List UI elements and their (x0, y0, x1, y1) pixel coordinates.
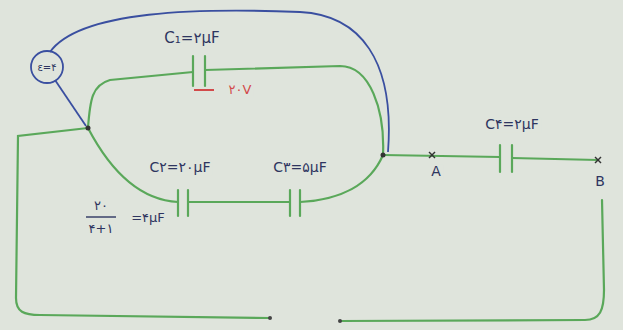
capacitor-plate (187, 190, 189, 216)
capacitor-plate (177, 190, 179, 216)
capacitor-plate (511, 145, 513, 172)
fraction-numerator: ۲۰ (92, 199, 110, 213)
wire (55, 80, 86, 126)
capacitor-label: C۴=۲μF (483, 117, 541, 132)
terminal-marks (429, 152, 601, 163)
junction-dot (86, 126, 91, 131)
wire (340, 200, 604, 321)
capacitor-plate (289, 190, 291, 216)
wire (512, 158, 598, 160)
capacitor-plate (192, 56, 194, 86)
green-wires (16, 56, 604, 321)
wire (16, 128, 270, 318)
wire (50, 11, 389, 152)
junction-dot (381, 153, 386, 158)
capacitor-label: C۲=۲۰μF (147, 160, 212, 175)
equivalent-label: =۴μF (129, 211, 167, 225)
terminal-label: A (429, 164, 443, 179)
capacitor-plate (204, 56, 206, 86)
capacitor-plate (299, 190, 301, 216)
wire (205, 66, 383, 155)
red-mark (194, 89, 214, 91)
terminal-mark (429, 152, 435, 158)
wire (383, 155, 500, 157)
fraction-bar (86, 216, 116, 217)
wire (88, 72, 193, 128)
terminal-mark (595, 157, 601, 163)
terminal-label: B (593, 174, 607, 189)
capacitor-label: C۳=۵μF (271, 160, 329, 175)
terminal-mark (429, 152, 435, 158)
source-circle (31, 51, 63, 83)
voltage-label: ۲۰V (227, 83, 254, 97)
wire (188, 201, 290, 203)
source-label: ε=۴ (35, 62, 58, 73)
capacitor-label: C₁=۲μF (162, 30, 221, 47)
fraction-denominator: ۴+۱ (87, 222, 116, 236)
gap-dot (268, 316, 272, 320)
blue-wires (31, 11, 389, 152)
capacitor-plate (499, 145, 501, 172)
terminal-mark (595, 157, 601, 163)
gap-dot (338, 319, 342, 323)
